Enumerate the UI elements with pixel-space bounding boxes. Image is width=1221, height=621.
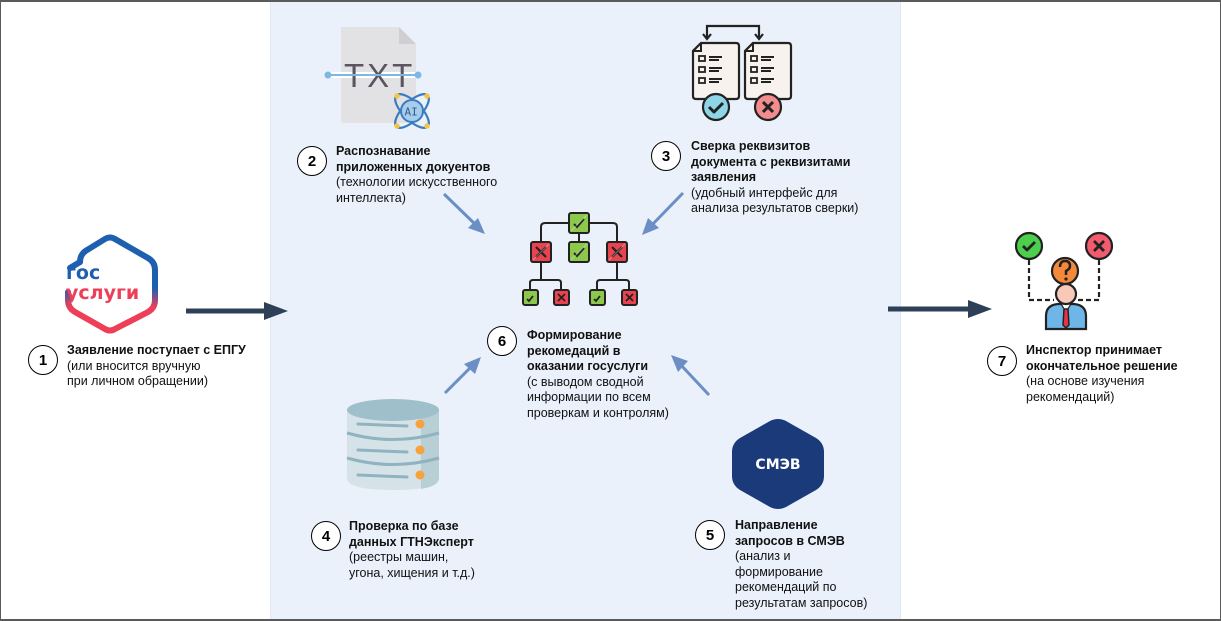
step-2-title: Распознавание приложенных докуентов <box>336 144 491 174</box>
tree-node-root-check <box>568 212 590 234</box>
gosuslugi-logo: гос услуги <box>65 234 158 334</box>
step-5-number: 5 <box>705 526 715 544</box>
tree-leaf-2-cross <box>553 289 570 306</box>
step-6-description: (с выводом сводной информации по всем пр… <box>527 374 669 420</box>
inspector-decision-icon <box>1014 231 1114 331</box>
step-3-number: 3 <box>661 147 671 165</box>
step-1-description: (или вносится вручную при личном обращен… <box>67 358 209 389</box>
step-1-number: 1 <box>38 351 48 369</box>
gosuslugi-text-uslugi: услуги <box>66 282 139 304</box>
arrow-to-processing <box>186 302 288 320</box>
arrow-4-to-6 <box>443 357 481 395</box>
step-3-text: Сверка реквизитов документа с реквизитам… <box>691 139 896 217</box>
inspector-person-icon <box>1044 282 1088 331</box>
tree-leaf-1-check <box>522 289 539 306</box>
question-circle-icon <box>1050 256 1080 286</box>
arrow-5-to-6 <box>671 355 711 397</box>
tree-node-right-cross <box>606 241 628 263</box>
arrow-2-to-6 <box>442 192 485 234</box>
step-2-number: 2 <box>307 152 317 170</box>
smev-logo: СМЭВ <box>732 419 824 509</box>
step-4-text: Проверка по базе данных ГТНЭксперт (реес… <box>349 519 519 581</box>
arrow-3-to-6 <box>642 191 685 235</box>
step-5-title: Направление запросов в СМЭВ <box>735 518 845 548</box>
step-1-badge: 1 <box>28 345 58 375</box>
step-3-badge: 3 <box>651 141 681 171</box>
step-7-title: Инспектор принимает окончательное решени… <box>1026 343 1178 373</box>
step-7-text: Инспектор принимает окончательное решени… <box>1026 343 1216 405</box>
step-1-text: Заявление поступает с ЕПГУ (или вносится… <box>67 343 267 390</box>
tree-node-middle-check <box>568 241 590 263</box>
step-1-title: Заявление поступает с ЕПГУ <box>67 343 246 357</box>
decision-tree-icon <box>522 212 638 306</box>
step-2-text: Распознавание приложенных докуентов (тех… <box>336 144 536 206</box>
step-6-number: 6 <box>497 332 507 350</box>
step-7-number: 7 <box>997 352 1007 370</box>
step-4-badge: 4 <box>311 521 341 551</box>
step-6-title: Формирование рекомедаций в оказании госу… <box>527 328 649 373</box>
step-6-badge: 6 <box>487 326 517 356</box>
tree-node-left-cross <box>530 241 552 263</box>
txt-ai-document-icon: TXT AI <box>324 27 430 129</box>
tree-leaf-4-cross <box>621 289 638 306</box>
step-5-text: Направление запросов в СМЭВ (анализ и фо… <box>735 518 900 611</box>
document-compare-icon <box>691 24 793 122</box>
arrow-to-inspector <box>888 300 992 318</box>
tree-leaf-3-check <box>589 289 606 306</box>
step-4-number: 4 <box>321 527 331 545</box>
step-3-title: Сверка реквизитов документа с реквизитам… <box>691 139 851 184</box>
step-2-badge: 2 <box>297 146 327 176</box>
step-7-description: (на основе изучения рекомендаций) <box>1026 374 1145 404</box>
approve-circle-icon <box>1014 231 1044 261</box>
step-2-description: (технологии искусственного интеллекта) <box>336 175 498 205</box>
step-5-badge: 5 <box>695 520 725 550</box>
gosuslugi-text-gos: гос <box>66 262 100 284</box>
smev-label: СМЭВ <box>755 457 800 473</box>
step-7-badge: 7 <box>987 346 1017 376</box>
database-icon <box>346 399 440 490</box>
step-3-description: (удобный интерфейс для анализа результат… <box>691 185 859 216</box>
step-4-description: (реестры машин, угона, хищения и т.д.) <box>349 550 475 580</box>
step-4-title: Проверка по базе данных ГТНЭксперт <box>349 519 474 549</box>
ai-label: AI <box>405 106 418 119</box>
step-5-description: (анализ и формирование рекомендаций по р… <box>735 549 868 610</box>
step-6-text: Формирование рекомедаций в оказании госу… <box>527 328 697 421</box>
reject-circle-icon <box>1084 231 1114 261</box>
